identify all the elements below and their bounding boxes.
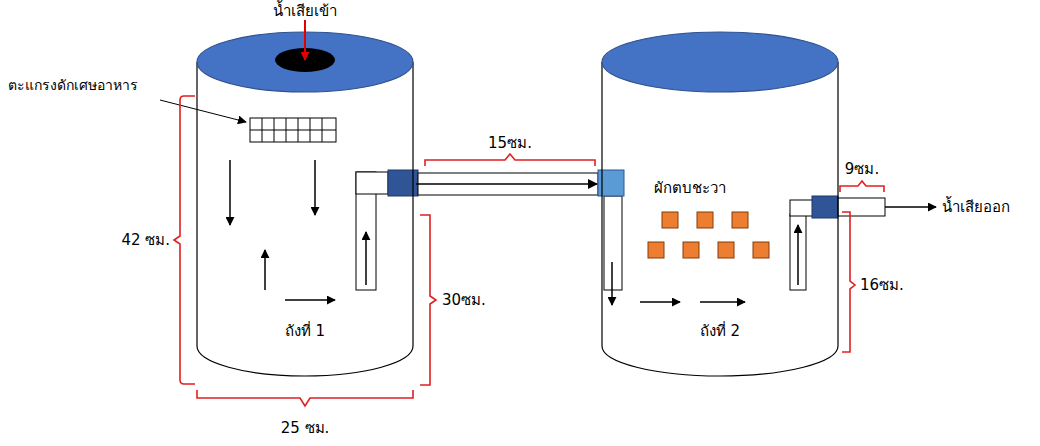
plant-label: ผักตบชะวา xyxy=(654,179,726,198)
screen-label: ตะแกรงดักเศษอาหาร xyxy=(8,77,138,95)
tank-node: ถังที่ 2 xyxy=(600,24,840,380)
dimension-brackets xyxy=(174,96,884,406)
flow-connector xyxy=(416,183,597,185)
tank-node: ถังที่ 1 xyxy=(195,24,415,380)
tank2-inlet-pipe xyxy=(598,170,745,305)
dimension-label: 16ซม. xyxy=(860,276,904,295)
tank1-riser-pipe xyxy=(356,170,418,290)
food-screen xyxy=(250,118,336,142)
outlet-label: น้ำเสียออก xyxy=(942,198,1010,217)
inlet-label: น้ำเสียเข้า xyxy=(273,2,337,21)
dimension-label: 25 ซม. xyxy=(281,419,330,438)
dimension-label: 42 ซม. xyxy=(121,231,170,250)
leader-line xyxy=(160,100,246,122)
flow-arrows xyxy=(230,160,335,300)
water-hyacinth xyxy=(648,212,769,258)
tank-label: ถังที่ 2 xyxy=(600,322,840,341)
dimension-label: 15ซม. xyxy=(488,134,532,153)
tank-label: ถังที่ 1 xyxy=(195,322,415,341)
dimension-label: 30ซม. xyxy=(442,291,486,310)
dimension-label: 9ซม. xyxy=(845,160,879,179)
